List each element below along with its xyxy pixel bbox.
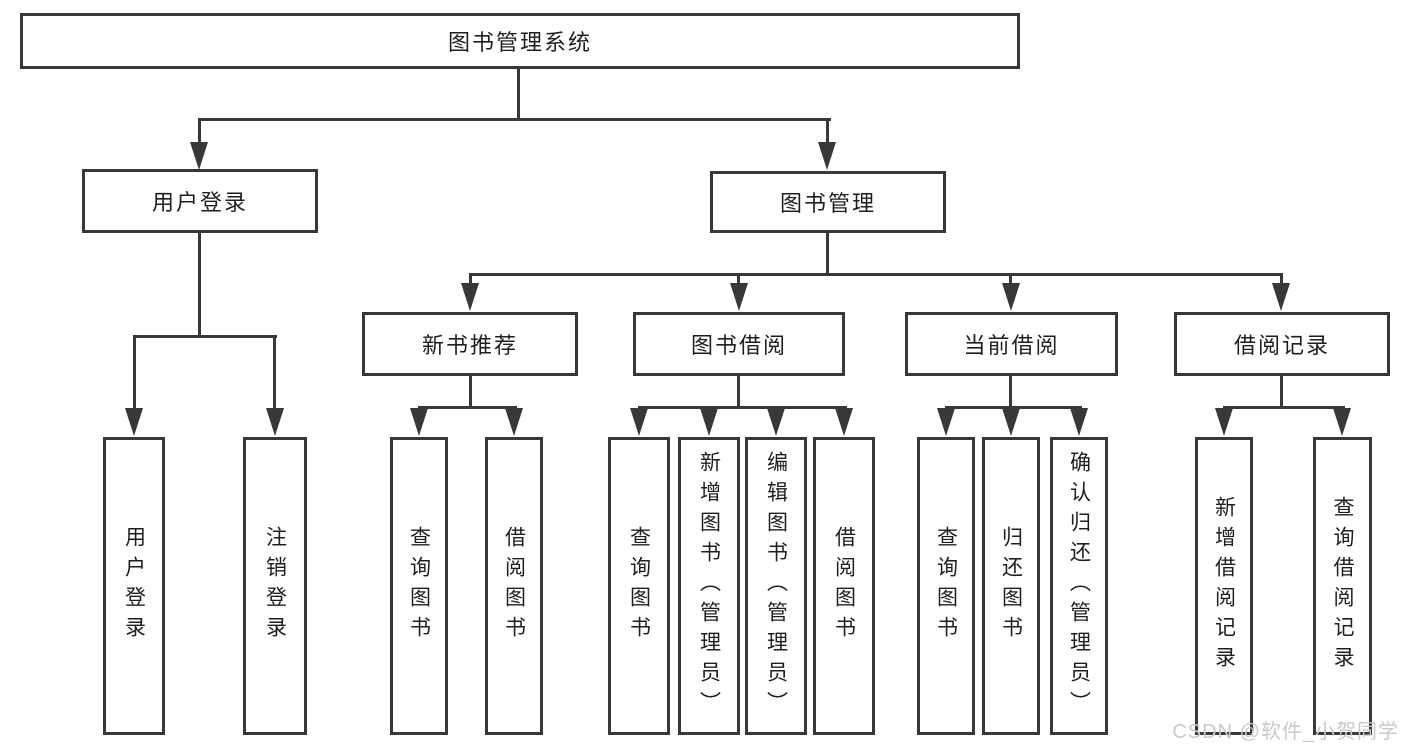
leaf-query-books-current: 查询图书 [917, 437, 975, 735]
arrow-down-icon [1272, 283, 1290, 311]
node-book-management: 图书管理 [710, 171, 946, 233]
v-line [1280, 376, 1283, 408]
v-line [737, 376, 740, 408]
node-label: 查询图书 [934, 526, 958, 646]
h-line [133, 335, 277, 338]
v-line [826, 233, 829, 275]
v-line [826, 120, 829, 144]
leaf-edit-books-admin: 编辑图书（管理员） [745, 437, 807, 735]
node-label: 查询借阅记录 [1331, 496, 1354, 676]
arrow-down-icon [1215, 408, 1233, 436]
arrow-down-icon [1002, 408, 1020, 436]
node-label: 借阅图书 [832, 526, 856, 646]
arrow-down-icon [818, 142, 836, 170]
node-label: 用户登录 [151, 190, 248, 215]
leaf-query-books-recommend: 查询图书 [390, 437, 448, 735]
arrow-down-icon [461, 283, 479, 311]
v-line [517, 69, 520, 121]
arrow-down-icon [630, 408, 648, 436]
h-line [198, 118, 831, 121]
leaf-borrow-books-recommend: 借阅图书 [485, 437, 543, 735]
h-line [469, 273, 1283, 276]
arrow-down-icon [1002, 283, 1020, 311]
node-label: 注销登录 [263, 526, 287, 646]
v-line [1009, 275, 1012, 285]
leaf-confirm-return-admin: 确认归还（管理员） [1050, 437, 1108, 735]
node-label: 当前借阅 [963, 333, 1060, 358]
node-book-borrow: 图书借阅 [633, 312, 845, 376]
node-label: 图书管理系统 [447, 30, 592, 55]
node-label: 编辑图书（管理员） [764, 451, 788, 721]
arrow-down-icon [266, 408, 284, 436]
node-label: 新书推荐 [421, 333, 518, 358]
leaf-user-login: 用户登录 [103, 437, 165, 735]
arrow-down-icon [125, 408, 143, 436]
arrow-down-icon [700, 408, 718, 436]
h-line [945, 406, 1082, 409]
arrow-down-icon [767, 408, 785, 436]
node-library-management-system: 图书管理系统 [20, 13, 1020, 69]
node-label: 用户登录 [122, 526, 146, 646]
node-label: 图书管理 [779, 191, 876, 216]
leaf-return-books: 归还图书 [982, 437, 1040, 735]
leaf-add-books-admin: 新增图书（管理员） [678, 437, 740, 735]
node-label: 借阅记录 [1233, 333, 1330, 358]
arrow-down-icon [505, 408, 523, 436]
v-line [273, 337, 276, 410]
node-label: 新增借阅记录 [1212, 496, 1236, 676]
leaf-borrow-books: 借阅图书 [813, 437, 875, 735]
v-line [469, 376, 472, 408]
node-label: 查询图书 [627, 526, 651, 646]
leaf-logout-login: 注销登录 [243, 437, 307, 735]
leaf-query-books-borrow: 查询图书 [608, 437, 670, 735]
node-label: 借阅图书 [502, 526, 526, 646]
node-label: 查询图书 [407, 526, 431, 646]
arrow-down-icon [190, 142, 208, 170]
arrow-down-icon [937, 408, 955, 436]
h-line [1223, 406, 1345, 409]
node-new-book-recommend: 新书推荐 [362, 312, 578, 376]
arrow-down-icon [1070, 408, 1088, 436]
node-user-login: 用户登录 [82, 169, 318, 233]
leaf-add-borrow-record: 新增借阅记录 [1195, 437, 1253, 735]
v-line [1280, 275, 1283, 285]
v-line [1009, 376, 1012, 408]
node-label: 确认归还（管理员） [1067, 451, 1091, 721]
arrow-down-icon [835, 408, 853, 436]
v-line [198, 233, 201, 337]
node-label: 图书借阅 [690, 333, 787, 358]
v-line [198, 120, 201, 144]
arrow-down-icon [1333, 408, 1351, 436]
v-line [133, 337, 136, 410]
node-current-borrow: 当前借阅 [905, 312, 1118, 376]
node-label: 归还图书 [999, 526, 1023, 646]
v-line [469, 275, 472, 285]
h-line [418, 406, 517, 409]
h-line [638, 406, 847, 409]
node-borrow-record: 借阅记录 [1174, 312, 1390, 376]
csdn-watermark: CSDN @软件_小贺同学 [1172, 721, 1399, 743]
arrow-down-icon [410, 408, 428, 436]
v-line [737, 275, 740, 285]
node-label: 新增图书（管理员） [697, 451, 721, 721]
leaf-query-borrow-record: 查询借阅记录 [1313, 437, 1372, 735]
arrow-down-icon [730, 283, 748, 311]
